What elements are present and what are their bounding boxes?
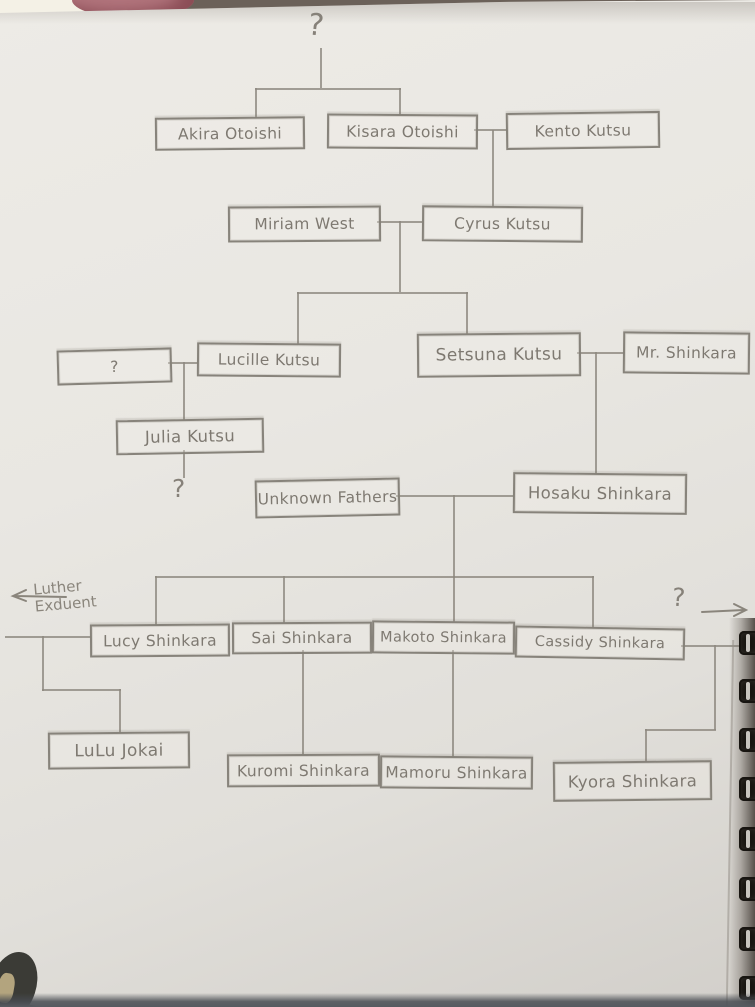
connector-to-cyrus (492, 130, 494, 207)
node-sai-shinkara: Sai Shinkara (231, 621, 373, 655)
node-kento-kutsu: Kento Kutsu (505, 110, 661, 151)
node-label: Setsuna Kutsu (435, 344, 563, 366)
node-akira-otoishi: Akira Otoishi (154, 116, 306, 151)
notebook-bottom-edge (0, 993, 755, 1007)
spiral-loop-icon (739, 877, 755, 901)
node-setsuna-kutsu: Setsuna Kutsu (416, 332, 582, 378)
connector-to-lucy (155, 576, 157, 625)
node-label: Kuromi Shinkara (236, 761, 371, 780)
node-label: LuLu Jokai (74, 740, 164, 761)
sibling-bar-gen1 (255, 88, 401, 90)
marriage-setsuna-mrshinkara (577, 352, 624, 354)
spiral-loop-icon (739, 631, 755, 655)
marriage-unknownfathers-hosaku (396, 495, 514, 497)
node-kisara-otoishi: Kisara Otoishi (326, 113, 479, 150)
node-label: Miriam West (254, 214, 355, 234)
node-label: Kisara Otoishi (346, 122, 459, 141)
connector-to-makoto (453, 576, 455, 622)
node-lulu-jokai: LuLu Jokai (47, 731, 191, 770)
right-arrow-icon (700, 602, 750, 620)
marriage-kisara-kento (474, 129, 507, 131)
node-miriam-west: Miriam West (227, 205, 382, 243)
node-label: Kento Kutsu (534, 120, 632, 141)
node-label: Mr. Shinkara (635, 343, 738, 363)
connector-to-akira (255, 88, 257, 118)
node-label: Akira Otoishi (177, 123, 283, 144)
left-arrow-icon (6, 588, 68, 604)
node-label: Cyrus Kutsu (454, 214, 551, 234)
node-kuromi-shinkara: Kuromi Shinkara (226, 753, 381, 788)
node-cassidy-shinkara: Cassidy Shinkara (514, 625, 686, 661)
spiral-loop-icon (739, 827, 755, 851)
connector-lulu-step (42, 689, 121, 691)
connector-to-mamoru (452, 650, 454, 757)
node-label: Kyora Shinkara (567, 770, 698, 792)
cassidy-partner-unknown-question-mark: ? (671, 582, 687, 613)
connector-kyora-drop1 (714, 645, 716, 730)
connector-to-hosaku (595, 352, 597, 474)
connector-gen2-drop (399, 221, 401, 292)
node-lucy-shinkara: Lucy Shinkara (89, 623, 231, 658)
spiral-loop-icon (739, 777, 755, 801)
connector-to-lucille (297, 292, 299, 344)
connector-kyora-drop2 (645, 729, 647, 762)
node-label: Cassidy Shinkara (534, 633, 666, 653)
connector-root-stem (320, 48, 322, 88)
node-label: ? (109, 357, 120, 376)
node-label: Unknown Fathers (257, 487, 398, 509)
node-label: Lucy Shinkara (103, 631, 217, 650)
node-label: Lucille Kutsu (217, 350, 321, 370)
lucy-offpage-partner-note: Luther Exduent (33, 576, 98, 616)
node-unknown-fathers: Unknown Fathers (254, 477, 401, 519)
node-label: Sai Shinkara (251, 628, 353, 648)
node-label: Makoto Shinkara (380, 628, 507, 647)
connector-to-sai (283, 576, 285, 623)
node-kyora-shinkara: Kyora Shinkara (552, 760, 713, 802)
node-makoto-shinkara: Makoto Shinkara (371, 620, 516, 655)
connector-to-kisara (399, 88, 401, 115)
connector-to-kuromi (302, 650, 304, 755)
node-julia-kutsu: Julia Kutsu (115, 417, 265, 456)
sibling-bar-gen3 (155, 576, 594, 578)
node-mamoru-shinkara: Mamoru Shinkara (379, 755, 534, 790)
node-lucille-kutsu: Lucille Kutsu (196, 342, 342, 378)
julia-child-unknown-question-mark: ? (172, 474, 186, 503)
spiral-loop-icon (739, 679, 755, 703)
node-label: Julia Kutsu (144, 426, 236, 447)
connector-julia-unknown-child (183, 450, 185, 478)
sibling-bar-gen2 (297, 292, 468, 294)
marriage-cassidy-offpage (681, 645, 741, 647)
connector-to-setsuna (466, 292, 468, 334)
connector-lulu-drop2 (119, 689, 121, 733)
spiral-loop-icon (739, 927, 755, 951)
node-label: Hosaku Shinkara (527, 483, 673, 504)
connector-kyora-step (645, 729, 716, 731)
connector-to-julia (183, 362, 185, 420)
connector-gen3-drop (453, 495, 455, 578)
node-mr-shinkara: Mr. Shinkara (622, 331, 751, 375)
node-cyrus-kutsu: Cyrus Kutsu (421, 205, 584, 243)
marriage-lucy-offpage (5, 636, 91, 638)
node-label: Mamoru Shinkara (385, 762, 528, 783)
spiral-loop-icon (739, 728, 755, 752)
connector-lulu-drop1 (42, 636, 44, 691)
node-unknown-partner-of-lucille: ? (56, 347, 173, 386)
connector-to-cassidy (592, 576, 594, 628)
node-hosaku-shinkara: Hosaku Shinkara (512, 472, 688, 515)
